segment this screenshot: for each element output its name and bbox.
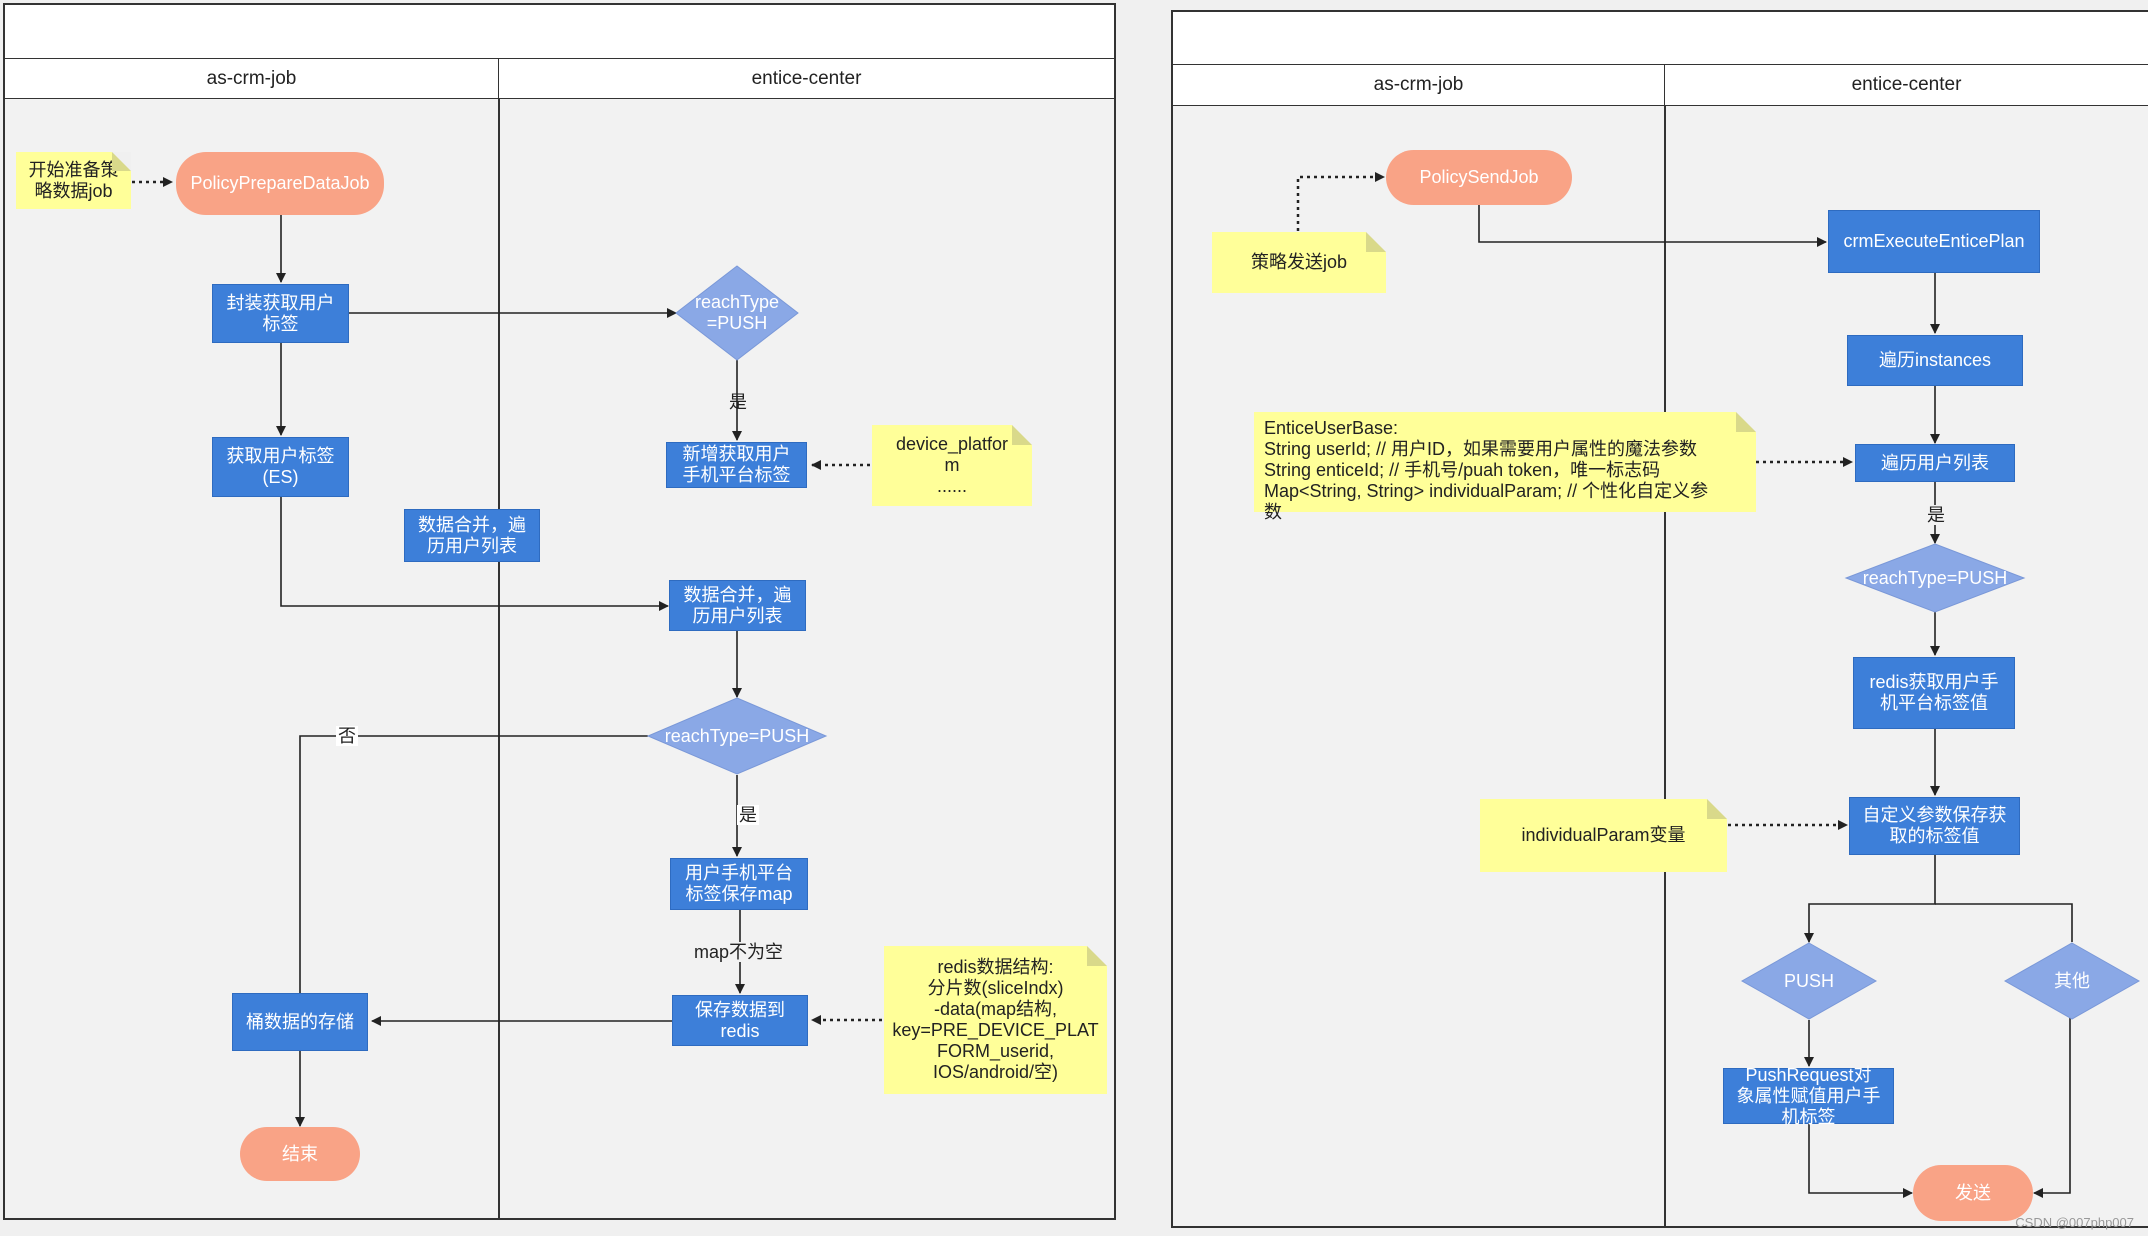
left-lane-header-job: as-crm-job (5, 58, 499, 99)
process-new-device-tags[interactable]: 新增获取用户 手机平台标签 (666, 442, 807, 488)
process-merge-data[interactable]: 数据合并，遍 历用户列表 (669, 580, 806, 631)
right-decision-other-label: 其他 (2054, 970, 2090, 991)
right-decision-other (2003, 942, 2141, 1020)
edge-custom-split (1804, 855, 1936, 943)
process-save-to-redis[interactable]: 保存数据到 redis (672, 995, 808, 1046)
watermark: CSDN @007php007 (2015, 1215, 2134, 1230)
left-map-nonempty-label: map不为空 (692, 942, 786, 962)
start-policy-send-job[interactable]: PolicySendJob (1386, 150, 1572, 205)
edge-reach2-no (295, 735, 648, 1004)
note-entice-user-base: EnticeUserBase: String userId; // 用户ID，如… (1254, 412, 1756, 522)
right-lane-header-center: entice-center (1665, 64, 2148, 106)
left-decision-reach1 (675, 265, 799, 361)
right-lane-header-job: as-crm-job (1173, 64, 1665, 106)
process-get-user-labels-es[interactable]: 获取用户标签 (ES) (212, 437, 349, 497)
edge-note-send (1296, 172, 1385, 231)
left-decision-reach2-label: reachType=PUSH (664, 725, 810, 746)
left-yes-label-2: 是 (737, 805, 759, 825)
note-fold (1736, 412, 1756, 432)
note-policy-send-job: 策略发送job (1212, 232, 1386, 293)
note-fold (1707, 799, 1727, 819)
note-fold (1012, 425, 1032, 445)
right-lane-divider (1664, 106, 1666, 1226)
note-device-platform: device_platfor m ...... (872, 425, 1032, 506)
process-iterate-user-list[interactable]: 遍历用户列表 (1855, 444, 2015, 482)
process-save-platform-map[interactable]: 用户手机平台 标签保存map (670, 858, 808, 910)
process-crm-execute-entice-plan[interactable]: crmExecuteEnticePlan (1828, 210, 2040, 273)
left-yes-label-1: 是 (729, 392, 747, 412)
end-finish[interactable]: 结束 (240, 1127, 360, 1181)
edge-pushreq-send (1808, 1124, 1913, 1198)
left-lane-divider (498, 99, 500, 1218)
edge-start-exec (1478, 205, 1827, 247)
process-wrap-user-tags[interactable]: 封装获取用户 标签 (212, 284, 349, 343)
start-policy-prepare-data-job[interactable]: PolicyPrepareDataJob (176, 152, 384, 215)
edge-other-send (2033, 1018, 2071, 1198)
process-push-request-assign[interactable]: PushRequest对 象属性赋值用户手 机标签 (1723, 1065, 1894, 1127)
process-bucket-storage[interactable]: 桶数据的存储 (232, 993, 368, 1051)
note-redis-structure: redis数据结构: 分片数(sliceIndx) -data(map结构, k… (884, 946, 1107, 1094)
right-decision-push-label: PUSH (1783, 970, 1834, 991)
note-fold (1366, 232, 1386, 252)
right-decision-push (1740, 942, 1878, 1020)
left-decision-reach2 (646, 697, 828, 775)
right-decision-reach (1844, 543, 2026, 613)
right-decision-reach-label: reachType=PUSH (1862, 567, 2008, 588)
left-lane-header-center: entice-center (499, 58, 1114, 99)
note-individual-param: individualParam变量 (1480, 799, 1727, 872)
note-fold (112, 152, 131, 171)
end-send[interactable]: 发送 (1913, 1165, 2033, 1221)
note-start-policy-job: 开始准备策 略数据job (16, 152, 131, 209)
process-iterate-instances[interactable]: 遍历instances (1847, 335, 2023, 386)
process-custom-param-save[interactable]: 自定义参数保存获 取的标签值 (1849, 797, 2020, 855)
right-yes-label: 是 (1925, 505, 1947, 525)
edge-split-other (1935, 903, 2073, 942)
process-merge-data-orphan[interactable]: 数据合并，遍 历用户列表 (404, 509, 540, 562)
left-decision-reach1-label: reachType =PUSH (694, 292, 780, 333)
edge-getlabel-merge (280, 497, 669, 611)
left-no-label: 否 (336, 726, 358, 746)
note-fold (1087, 946, 1107, 966)
process-redis-get-platform[interactable]: redis获取用户手 机平台标签值 (1853, 657, 2015, 729)
